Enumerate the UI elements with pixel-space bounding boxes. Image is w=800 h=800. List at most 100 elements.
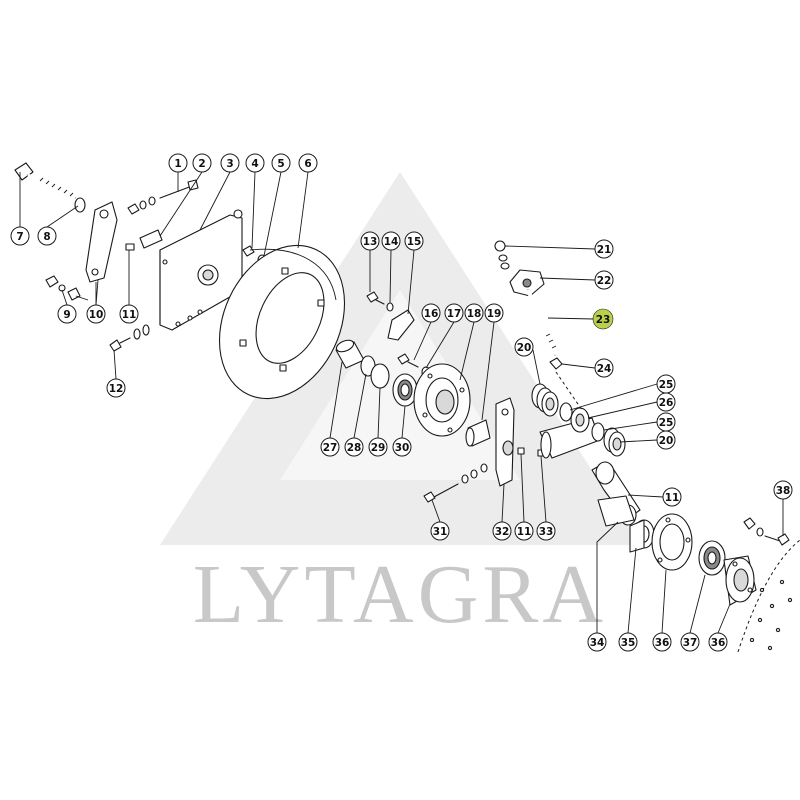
callout-11[interactable]: 11 [514, 521, 534, 541]
nut-24-part [549, 357, 563, 370]
callout-20[interactable]: 20 [656, 430, 676, 450]
callout-30[interactable]: 30 [392, 437, 412, 457]
callout-label: 30 [395, 442, 410, 454]
leader-line-30 [401, 405, 406, 439]
callout-circle [86, 304, 106, 324]
callout-22[interactable]: 22 [594, 270, 614, 290]
leader-line-27 [329, 361, 343, 439]
disc-6-part [218, 244, 346, 400]
callout-13[interactable]: 13 [360, 231, 380, 251]
callout-9[interactable]: 9 [57, 304, 77, 324]
rod-23-part [526, 289, 557, 356]
callout-circle [298, 153, 318, 173]
leader-line-32 [501, 483, 505, 523]
washer-8-part [74, 197, 86, 213]
callout-11[interactable]: 11 [662, 487, 682, 507]
callout-5[interactable]: 5 [271, 153, 291, 173]
leader-line-17 [425, 321, 455, 369]
callout-label: 11 [665, 492, 680, 504]
callout-15[interactable]: 15 [404, 231, 424, 251]
callout-37[interactable]: 37 [680, 632, 700, 652]
callout-circle [168, 153, 188, 173]
callout-label: 24 [597, 363, 612, 375]
leader-line-37 [689, 574, 706, 634]
spring-20b-part [603, 427, 626, 457]
ring-35-part [629, 519, 655, 553]
callout-36[interactable]: 36 [652, 632, 672, 652]
callout-24[interactable]: 24 [594, 358, 614, 378]
callout-label: 13 [363, 236, 378, 248]
callout-label: 23 [596, 314, 611, 326]
callout-circle [320, 437, 340, 457]
callout-7[interactable]: 7 [10, 226, 30, 246]
callout-label: 18 [467, 308, 482, 320]
leader-line-19 [481, 321, 495, 421]
callout-16[interactable]: 16 [421, 303, 441, 323]
callout-circle [514, 521, 534, 541]
callout-circle [404, 231, 424, 251]
callout-label: 3 [226, 158, 233, 170]
callout-23[interactable]: 23 [592, 308, 614, 330]
callout-8[interactable]: 8 [37, 226, 57, 246]
callout-14[interactable]: 14 [381, 231, 401, 251]
washer-25b-part [591, 422, 605, 442]
callout-label: 26 [659, 397, 674, 409]
callout-circle [492, 521, 512, 541]
bolt-38-part [743, 517, 790, 546]
callout-25[interactable]: 25 [656, 374, 676, 394]
callout-label: 38 [776, 485, 791, 497]
callout-19[interactable]: 19 [484, 303, 504, 323]
callout-label: 36 [711, 637, 726, 649]
bolt-12-part [109, 324, 150, 352]
callout-10[interactable]: 10 [86, 304, 106, 324]
callout-circle [444, 303, 464, 323]
callout-circle [344, 437, 364, 457]
callout-label: 25 [659, 379, 674, 391]
callout-38[interactable]: 38 [773, 480, 793, 500]
callout-17[interactable]: 17 [444, 303, 464, 323]
watermark-text: LYTAGRA [193, 548, 607, 641]
callout-label: 32 [495, 526, 510, 538]
callout-label: 22 [597, 275, 612, 287]
leader-line-8 [46, 205, 79, 228]
callout-1[interactable]: 1 [168, 153, 188, 173]
callout-25[interactable]: 25 [656, 412, 676, 432]
callout-12[interactable]: 12 [106, 378, 126, 398]
callout-27[interactable]: 27 [320, 437, 340, 457]
callout-20[interactable]: 20 [514, 337, 534, 357]
callout-2[interactable]: 2 [192, 153, 212, 173]
bolt-9-part [45, 275, 89, 301]
callout-21[interactable]: 21 [594, 239, 614, 259]
callout-29[interactable]: 29 [368, 437, 388, 457]
leader-line-5 [263, 171, 282, 257]
callout-circle [514, 337, 534, 357]
callout-32[interactable]: 32 [492, 521, 512, 541]
leader-line-14 [389, 249, 392, 304]
bushing-27-part [335, 339, 365, 369]
callout-36[interactable]: 36 [708, 632, 728, 652]
callout-label: 29 [371, 442, 386, 454]
bolt-long-part [14, 162, 76, 200]
callout-3[interactable]: 3 [220, 153, 240, 173]
callout-circle [368, 437, 388, 457]
callout-label: 16 [424, 308, 439, 320]
callout-label: 34 [590, 637, 605, 649]
callout-11[interactable]: 11 [119, 304, 139, 324]
callout-label: 11 [122, 309, 137, 321]
callout-26[interactable]: 26 [656, 392, 676, 412]
callout-35[interactable]: 35 [618, 632, 638, 652]
callout-circle [421, 303, 441, 323]
callout-6[interactable]: 6 [298, 153, 318, 173]
callout-label: 10 [89, 309, 104, 321]
callout-4[interactable]: 4 [245, 153, 265, 173]
callout-circle [594, 358, 614, 378]
leader-line-36 [717, 603, 731, 634]
callout-31[interactable]: 31 [430, 521, 450, 541]
callout-28[interactable]: 28 [344, 437, 364, 457]
callout-34[interactable]: 34 [587, 632, 607, 652]
callout-circle [106, 378, 126, 398]
callout-circle [662, 487, 682, 507]
callout-33[interactable]: 33 [536, 521, 556, 541]
leader-line-31 [431, 499, 441, 523]
callout-18[interactable]: 18 [464, 303, 484, 323]
